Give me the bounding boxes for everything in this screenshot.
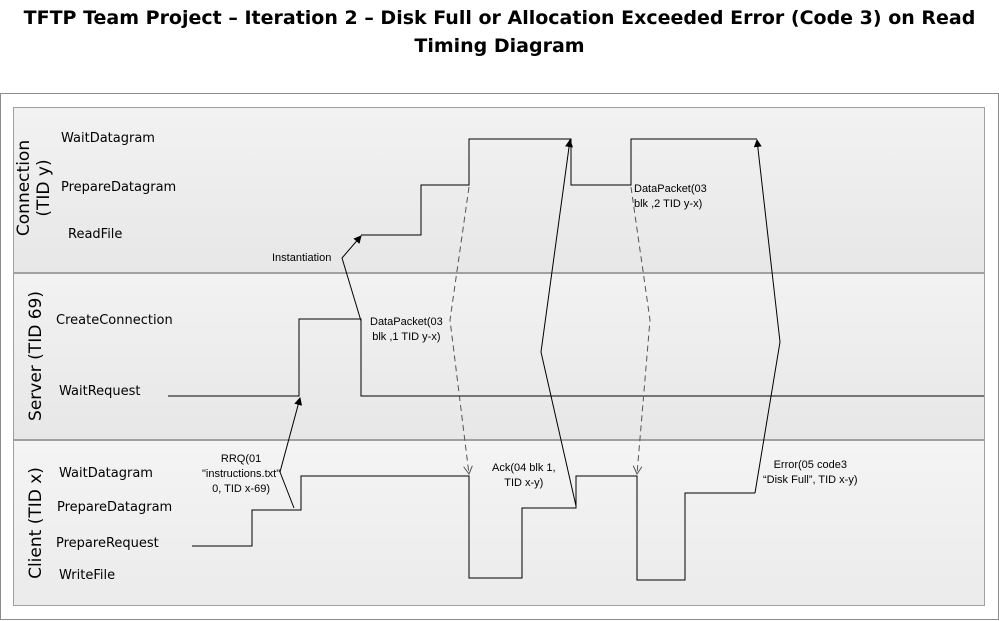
msg-datapacket1: DataPacket(03 blk ,1 TID y-x) xyxy=(370,315,443,345)
msg-error-line1: Error(05 code3 xyxy=(773,459,847,471)
state-server-waitrequest: WaitRequest xyxy=(59,384,141,399)
rrq-arrow xyxy=(279,397,303,509)
msg-rrq-line1: RRQ(01 xyxy=(220,453,262,465)
state-conn-readfile: ReadFile xyxy=(68,227,123,242)
msg-datapacket2-line1: DataPacket(03 xyxy=(634,183,707,195)
title-line-2: Timing Diagram xyxy=(414,35,585,57)
msg-rrq-line3: 0, TID x-69) xyxy=(212,483,270,495)
msg-instantiation: Instantiation xyxy=(272,252,332,264)
datapacket2-arrow xyxy=(630,186,651,474)
datapacket1-arrow xyxy=(449,186,469,474)
msg-ack-line1: Ack(04 blk 1, xyxy=(492,462,556,474)
client-state-line xyxy=(192,475,755,581)
msg-ack-line2: TID x-y) xyxy=(504,477,544,489)
title-line-1: TFTP Team Project – Iteration 2 – Disk F… xyxy=(23,7,976,29)
ack-arrow xyxy=(540,139,577,507)
msg-error-line2: “Disk Full”, TID x-y) xyxy=(763,474,858,486)
instantiation-arrow xyxy=(341,235,362,322)
msg-datapacket2: DataPacket(03 blk ,2 TID y-x) xyxy=(634,182,707,212)
msg-ack: Ack(04 blk 1, TID x-y) xyxy=(492,461,556,491)
lane-server xyxy=(13,273,985,440)
msg-datapacket2-line2: blk ,2 TID y-x) xyxy=(634,198,703,210)
diagram-title: TFTP Team Project – Iteration 2 – Disk F… xyxy=(0,4,999,60)
state-conn-preparedatagram: PrepareDatagram xyxy=(61,180,177,195)
lane-connection xyxy=(13,107,985,273)
msg-rrq-line2: "instructions.txt" xyxy=(202,468,281,480)
state-conn-waitdatagram: WaitDatagram xyxy=(61,131,155,146)
error-arrow xyxy=(753,139,781,494)
state-client-writefile: WriteFile xyxy=(59,568,116,583)
state-client-preparerequest: PrepareRequest xyxy=(56,536,159,551)
state-client-waitdatagram: WaitDatagram xyxy=(59,466,153,481)
connection-state-line xyxy=(361,138,757,236)
state-server-createconnection: CreateConnection xyxy=(56,313,173,328)
state-client-preparedatagram: PrepareDatagram xyxy=(57,500,173,515)
msg-rrq: RRQ(01 "instructions.txt" 0, TID x-69) xyxy=(202,452,280,497)
msg-datapacket1-line2: blk ,1 TID y-x) xyxy=(372,331,441,343)
diagram-frame xyxy=(0,93,999,620)
server-state-line xyxy=(168,318,984,397)
msg-error: Error(05 code3 “Disk Full”, TID x-y) xyxy=(763,458,858,488)
msg-datapacket1-line1: DataPacket(03 xyxy=(370,316,443,328)
